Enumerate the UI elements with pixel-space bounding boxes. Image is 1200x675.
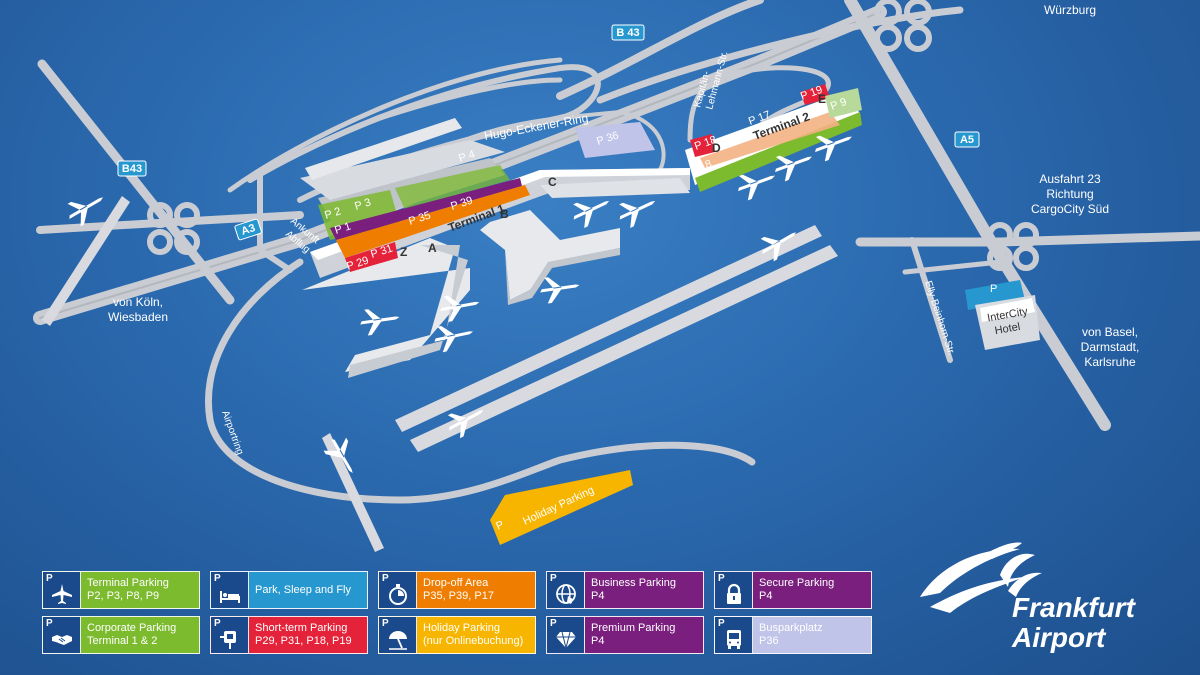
logo-swoosh-4 <box>1000 553 1035 587</box>
label-hotel-2: Hotel <box>994 321 1021 337</box>
label-gate-e: E <box>818 92 826 106</box>
intercity-hotel <box>965 280 1040 350</box>
svg-text:A3: A3 <box>240 222 257 238</box>
legend-park-sleep-fly: P Park, Sleep and Fly <box>210 571 368 609</box>
label-p1: P 1 <box>333 220 352 236</box>
label-ausfahrt-2: Richtung <box>1046 187 1093 201</box>
svg-text:B43: B43 <box>122 163 142 175</box>
holiday-parking-lot <box>490 470 633 545</box>
logo-swoosh-1 <box>920 548 1020 597</box>
logo-wordmark: Frankfurt Airport <box>1012 593 1135 653</box>
airplane-icon <box>52 584 72 604</box>
label-basel-3: Karlsruhe <box>1084 355 1136 369</box>
label-p4: P 4 <box>457 148 476 164</box>
svg-text:B 43: B 43 <box>616 27 639 39</box>
label-ausfahrt-3: CargoCity Süd <box>1031 202 1109 216</box>
label-basel-2: Darmstadt, <box>1081 340 1140 354</box>
diamond-icon <box>556 631 576 649</box>
label-gate-b: B <box>500 207 509 221</box>
label-p8: P 8 <box>694 158 713 175</box>
road-badge-b43-left: B43 <box>117 160 147 177</box>
terminal-1 <box>300 118 690 378</box>
label-wuerzburg: Würzburg <box>1044 3 1096 17</box>
bus-icon <box>727 630 741 649</box>
frankfurt-airport-logo <box>920 542 1042 613</box>
label-ausfahrt-1: Ausfahrt 23 <box>1039 172 1101 186</box>
logo-line-1: Frankfurt <box>1012 592 1135 623</box>
label-hotel-p: P <box>990 283 997 295</box>
handshake-icon <box>52 635 72 645</box>
road-badge-b43-top: B 43 <box>611 24 645 41</box>
label-gate-c: C <box>548 175 557 189</box>
legend-holiday-parking: P Holiday Parking(nur Onlinebuchung) <box>378 616 536 654</box>
logo-line-2: Airport <box>1012 622 1106 653</box>
label-gate-d: D <box>712 141 721 155</box>
logo-swoosh-3 <box>980 542 1022 559</box>
label-holiday-p: P <box>494 519 506 533</box>
logo-swoosh-2 <box>930 577 1025 613</box>
svg-text:A5: A5 <box>960 134 974 146</box>
road-badge-a5: A5 <box>954 131 980 148</box>
bed-icon <box>220 591 240 603</box>
label-elly-beinhorn: Elly-Beinhorn-Str. <box>922 280 957 357</box>
label-gate-z: Z <box>400 245 407 259</box>
lock-icon <box>727 583 741 604</box>
logo-swoosh-5 <box>1008 572 1042 597</box>
label-p3: P 3 <box>353 196 372 212</box>
road-network <box>33 0 1200 504</box>
label-basel-1: von Basel, <box>1082 325 1138 339</box>
label-koeln-2: Wiesbaden <box>108 310 168 324</box>
globe-icon <box>556 584 576 604</box>
label-p9: P 9 <box>829 96 848 113</box>
label-p2: P 2 <box>323 205 342 221</box>
p36-lot <box>575 122 655 158</box>
parking-meter-icon <box>220 631 236 649</box>
umbrella-icon <box>389 631 407 650</box>
terminal-2 <box>685 84 862 192</box>
runways <box>42 196 838 552</box>
label-gate-a: A <box>428 241 437 255</box>
label-koeln-1: von Köln, <box>113 295 163 309</box>
airplanes <box>67 135 852 474</box>
road-badge-a3: A3 <box>234 218 262 241</box>
stopwatch-icon <box>389 584 407 605</box>
